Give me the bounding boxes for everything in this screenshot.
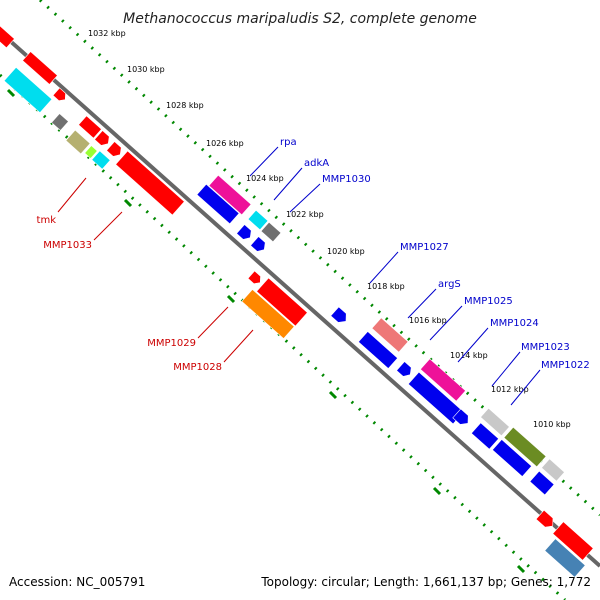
gene-MMP1030[interactable] [260,221,282,243]
gene-arrow[interactable] [357,331,399,369]
scale-label-1030: 1030 kbp [127,65,165,74]
gene-arrow[interactable] [452,408,472,428]
leader-line-rpa [249,146,279,177]
scale-label-1012: 1012 kbp [491,385,529,394]
reverse-leader-lines [57,177,254,363]
scale-label-1028: 1028 kbp [166,101,204,110]
gene-arrow[interactable] [78,115,102,139]
gene-arrow[interactable] [94,130,113,149]
gene-arrow[interactable] [529,470,555,496]
gene-arrow[interactable] [247,270,264,286]
gene-arrow[interactable] [396,361,415,380]
gene-label-MMP1022[interactable]: MMP1022 [541,360,590,371]
inner-scale-ticks [6,88,526,574]
gene-arrow[interactable] [552,521,594,561]
gene-arrow[interactable] [491,439,533,477]
outer-scale-line [38,0,600,517]
gene-MMP1027[interactable] [371,317,409,353]
scale-label-1010: 1010 kbp [533,420,571,429]
reverse-gene-labels: tmk MMP1033 MMP1029 MMP1028 [37,215,222,373]
gene-MMP1029[interactable] [256,277,308,327]
gene-label-MMP1033[interactable]: MMP1033 [43,240,92,251]
leader-line-MMP1028 [223,329,254,363]
gene-label-MMP1024[interactable]: MMP1024 [490,318,539,329]
gene-arrow[interactable] [22,51,58,85]
accession-text: Accession: NC_005791 [9,575,145,589]
leader-line-adkA [273,167,303,201]
leader-line-MMP1022 [510,369,541,406]
scale-label-1018: 1018 kbp [367,282,405,291]
gene-label-MMP1028[interactable]: MMP1028 [173,362,222,373]
gene-label-argS[interactable]: argS [438,279,461,290]
scale-label-1024: 1024 kbp [246,174,284,183]
forward-gene-labels: rpa adkA MMP1030 MMP1027 argS MMP1025 MM… [280,137,590,371]
leader-line-tmk [57,177,87,213]
map-title: Methanococcus maripaludis S2, complete g… [123,11,477,27]
gene-arrow[interactable] [470,422,500,450]
scale-label-1016: 1016 kbp [409,316,447,325]
inner-tick [328,390,338,400]
inner-tick [432,486,442,496]
scale-label-1022: 1022 kbp [286,210,324,219]
leader-line-argS [407,288,437,319]
gene-label-tmk[interactable]: tmk [37,215,57,226]
gene-arrow[interactable] [236,224,255,243]
gene-arrow[interactable] [91,150,111,170]
leader-line-MMP1027 [369,251,399,284]
gene-arrow[interactable] [3,66,53,114]
leader-line-MMP1023 [491,351,521,387]
gene-tmk[interactable] [65,129,91,155]
gene-arrow[interactable] [544,538,586,578]
gene-MMP1025[interactable] [480,407,510,437]
gene-MMP1033[interactable] [115,150,185,216]
gene-adkA[interactable] [247,209,269,231]
gene-arrow[interactable] [535,509,557,530]
gene-label-rpa[interactable]: rpa [280,137,297,148]
gene-MMP1023[interactable] [541,458,565,482]
inner-tick [123,198,133,208]
leader-line-MMP1030 [289,183,321,213]
gene-MMP1024[interactable] [503,426,547,468]
topology-text: Topology: circular; Length: 1,661,137 bp… [260,575,591,589]
gene-argS[interactable] [419,358,467,402]
gene-label-MMP1025[interactable]: MMP1025 [464,296,513,307]
leader-line-MMP1024 [457,327,489,363]
gene-arrow[interactable] [0,23,15,49]
gene-MMP1028[interactable] [241,288,295,340]
gene-arrow[interactable] [84,145,98,159]
gene-arrow[interactable] [51,113,69,131]
scale-label-1020: 1020 kbp [327,247,365,256]
gene-label-MMP1030[interactable]: MMP1030 [322,174,371,185]
scale-label-1014: 1014 kbp [450,351,488,360]
gene-arrow[interactable] [52,87,69,103]
inner-tick [226,294,236,304]
gene-arrow[interactable] [250,236,269,255]
forward-leader-lines [249,146,541,406]
gene-arrow[interactable] [196,183,240,225]
gene-arrow[interactable] [330,306,350,326]
leader-line-MMP1033 [93,211,123,241]
gene-label-MMP1027[interactable]: MMP1027 [400,242,449,253]
scale-labels: 1032 kbp 1030 kbp 1028 kbp 1026 kbp 1024… [88,29,571,429]
gene-arrow[interactable] [106,141,125,160]
inner-tick [516,564,526,574]
leader-line-MMP1029 [197,306,229,339]
scale-label-1032: 1032 kbp [88,29,126,38]
gene-rpa[interactable] [208,174,252,216]
gene-label-MMP1023[interactable]: MMP1023 [521,342,570,353]
inner-tick [6,88,16,98]
scale-label-1026: 1026 kbp [206,139,244,148]
reverse-strand-genes [3,66,594,578]
forward-strand-genes [0,23,565,482]
leader-line-MMP1025 [429,305,463,341]
gene-label-adkA[interactable]: adkA [304,158,329,169]
gene-label-MMP1029[interactable]: MMP1029 [147,338,196,349]
genome-backbone [0,30,600,568]
